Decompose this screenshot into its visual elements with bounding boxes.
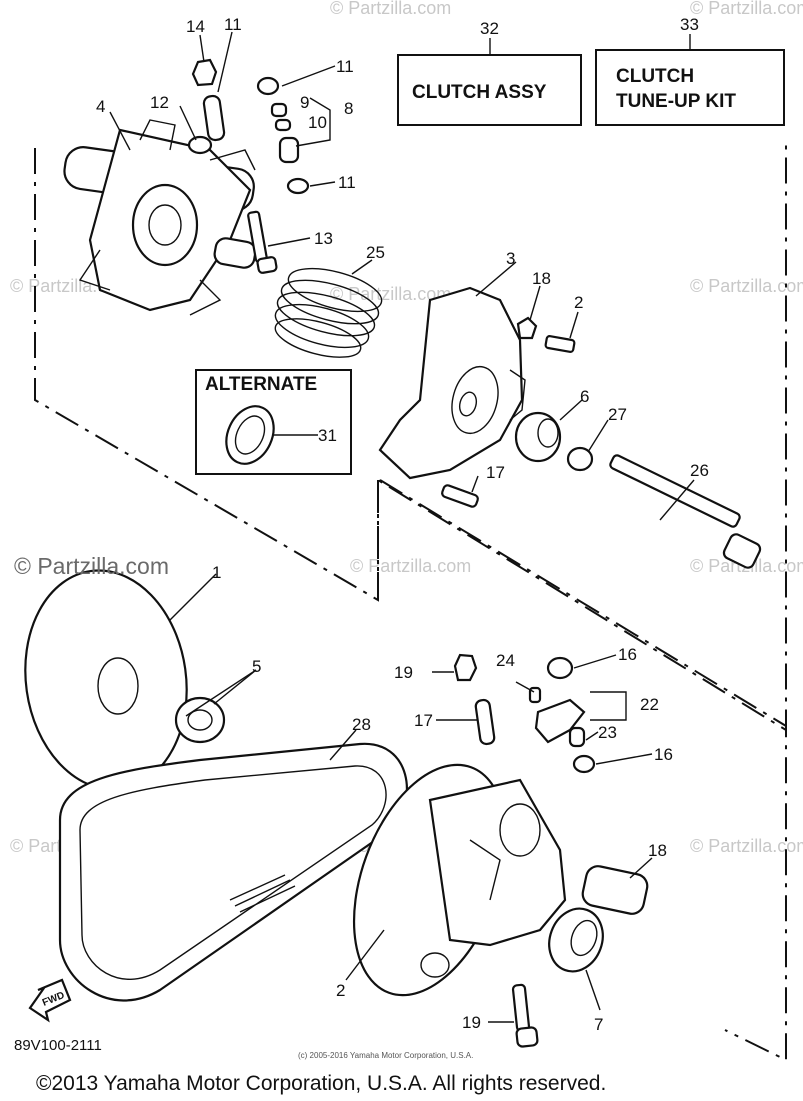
callout-4: 4 — [96, 97, 105, 116]
bolt-22 — [511, 983, 531, 1033]
leader-lines — [109, 31, 695, 1023]
tune-up-kit-label-line1: CLUTCH — [616, 66, 694, 87]
callout-16: 16 — [618, 645, 637, 664]
watermark-text: © Partzilla.com — [330, 284, 451, 304]
cap-23 — [453, 653, 478, 682]
washer-29 — [566, 446, 594, 472]
callout-11: 11 — [336, 57, 354, 76]
small-parts-top — [187, 58, 226, 155]
callout-18: 18 — [648, 841, 667, 860]
callout-32: 32 — [480, 19, 499, 38]
tune-up-kit-label-line2: TUNE-UP KIT — [616, 91, 736, 112]
sleeve-18 — [581, 865, 649, 915]
callout-16-lower: 16 — [654, 745, 673, 764]
movable-sheave-hardware — [453, 653, 596, 774]
bushings-5 — [174, 696, 226, 744]
roller-13 — [187, 135, 213, 155]
callout-9: 9 — [300, 93, 309, 112]
movable-sheave-2 — [352, 763, 567, 997]
pin-12 — [202, 94, 226, 142]
callout-12: 11 — [224, 15, 242, 34]
clutch-cover-3 — [378, 286, 526, 480]
alternate-label: ALTERNATE — [205, 374, 317, 395]
callout-23: 19 — [394, 663, 413, 682]
callout-24: 22 — [640, 695, 659, 714]
callout-numbers: 14 11 11 9 8 10 12 4 11 13 25 3 18 2 6 2… — [96, 15, 709, 1034]
callout-28: 26 — [690, 461, 709, 480]
callout-13: 12 — [150, 93, 169, 112]
spring-27 — [274, 267, 383, 358]
cover-hardware — [441, 316, 762, 569]
callout-1: 1 — [212, 563, 221, 582]
pin-17 — [474, 698, 496, 746]
washer-16-top — [546, 656, 574, 680]
callout-3: 3 — [506, 249, 515, 268]
nut-21 — [516, 316, 538, 340]
bolt-20 — [544, 335, 576, 353]
callout-7: 7 — [594, 1015, 603, 1034]
bolt-14 — [247, 210, 278, 274]
fine-print: (c) 2005-2016 Yamaha Motor Corporation, … — [298, 1051, 473, 1060]
watermark-text: © Partzilla.com — [690, 0, 803, 18]
alternate-box: ALTERNATE 31 — [195, 369, 352, 475]
washer-11-top — [256, 76, 280, 96]
forward-arrow-icon: FWD — [28, 978, 72, 1023]
watermark-text: © Partzilla.com — [690, 836, 803, 856]
callout-20: 2 — [574, 293, 583, 312]
diagram-code: 89V100-2111 — [14, 1037, 102, 1054]
callout-22: 19 — [462, 1013, 481, 1032]
callout-30: 28 — [352, 715, 371, 734]
watermark-text: © Partzilla.com — [350, 556, 471, 576]
callout-21: 18 — [532, 269, 551, 288]
bolt-19 — [441, 484, 479, 508]
callout-5: 5 — [252, 657, 261, 676]
callout-17: 17 — [414, 711, 433, 730]
callout-6: 6 — [580, 387, 589, 406]
partzilla-watermark: © Partzilla.com — [14, 553, 169, 579]
drive-belt-30 — [58, 742, 408, 1002]
callout-2: 2 — [336, 981, 345, 1000]
sheave-bottom-parts — [511, 865, 649, 1048]
clutch-assy-box: CLUTCH ASSY 32 — [397, 19, 582, 126]
watermark-text: © Partzilla.com — [690, 276, 803, 296]
bushing-7 — [548, 907, 604, 973]
callout-19: 17 — [486, 463, 505, 482]
roller-kit-8 — [256, 76, 310, 195]
watermark-text: © Partzilla.com — [330, 0, 451, 18]
callout-15: 14 — [186, 17, 205, 36]
callout-26: 24 — [496, 651, 515, 670]
clutch-tune-up-kit-box: CLUTCH TUNE-UP KIT 33 — [595, 15, 785, 126]
callout-31: 31 — [318, 426, 337, 445]
washer-11-bottom — [286, 177, 310, 195]
callout-27: 25 — [366, 243, 385, 262]
roller-8 — [278, 136, 300, 164]
callout-25: 23 — [598, 723, 617, 742]
roller-25 — [568, 726, 586, 748]
copyright-notice: ©2013 Yamaha Motor Corporation, U.S.A. A… — [36, 1072, 606, 1095]
secondary-assembly-outline — [377, 479, 787, 1062]
weight-cap-15 — [191, 58, 218, 87]
callout-33: 33 — [680, 15, 699, 34]
bushing-10 — [274, 118, 292, 132]
clutch-spider-4 — [63, 119, 257, 316]
bushing-9 — [270, 102, 288, 118]
callout-29: 27 — [608, 405, 627, 424]
clutch-assy-label: CLUTCH ASSY — [412, 82, 547, 103]
washer-16-bottom — [572, 754, 596, 774]
callout-14: 13 — [314, 229, 333, 248]
callout-11-lower: 11 — [338, 173, 356, 192]
callout-10: 10 — [308, 113, 327, 132]
callout-8: 8 — [344, 99, 353, 118]
long-bolt-28 — [609, 454, 741, 528]
